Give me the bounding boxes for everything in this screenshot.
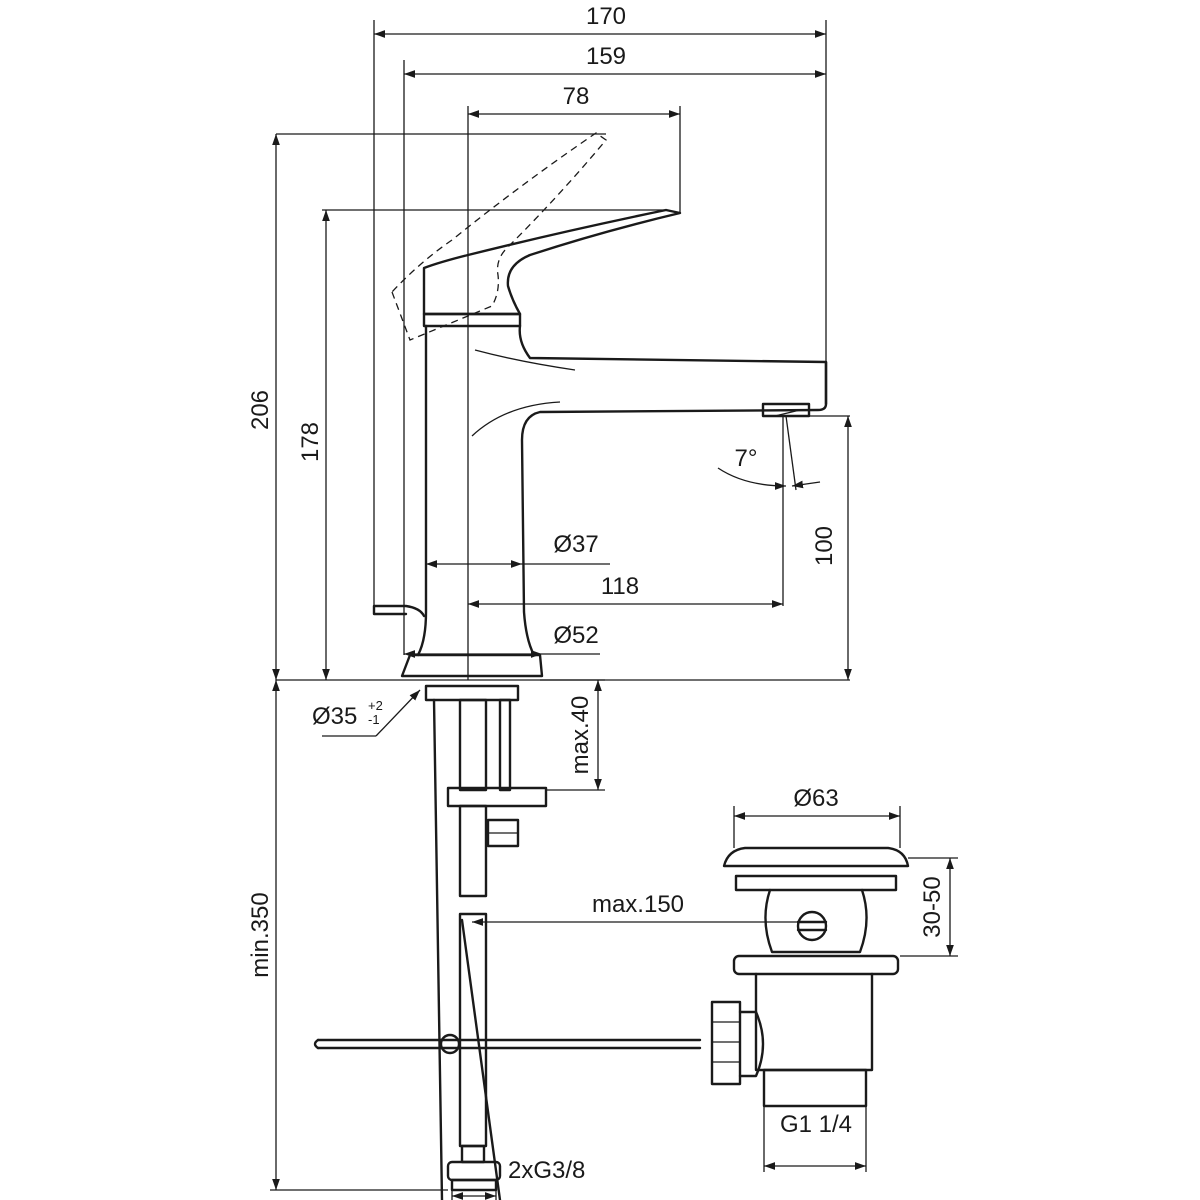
hose-left-edge [432,698,444,1200]
waste-flange [734,874,898,892]
dim-lever-height: 178 [297,422,324,462]
pop-up-waste [710,846,910,1108]
braided-hose-middle [458,804,488,898]
dim-spout-reach: 159 [586,43,626,70]
waste-tail [754,972,874,1072]
dim-outlet-height: 100 [811,526,838,566]
body-contour-lower [471,401,561,437]
linkage-rod [460,918,502,1200]
hose-nut [446,1160,502,1182]
dim-spout-projection: 118 [601,573,639,600]
dimension-lines [270,20,958,1200]
mounting-washer [424,684,520,702]
rod-clip [439,1033,461,1055]
waste-tail-pipe [762,1068,868,1108]
braided-hose-upper [458,698,488,792]
under-deck-assembly [313,684,702,1200]
dim-pop-up-rod: max.150 [592,891,684,918]
dim-min-hose-length: min.350 [247,892,274,977]
dim-overall-width: 170 [586,3,626,30]
dim-spray-angle: 7° [735,445,758,472]
hose-thread [450,1178,498,1192]
dim-base-diameter: Ø52 [553,622,598,649]
body-contour-upper [474,349,576,371]
lever-handle [422,208,682,316]
dim-lever-length: 78 [563,83,590,110]
dim-waste-adjust: 30-50 [919,876,946,937]
dim-waste-diameter: Ø63 [793,785,838,812]
waste-slot [796,910,828,942]
waste-body [764,888,868,954]
rod-nut [738,1010,765,1078]
dim-deck-thickness: max.40 [567,696,594,775]
dim-hole-tolerance-lower: -1 [368,712,380,727]
dim-hole-tolerance-upper: +2 [368,698,383,713]
threaded-stud [498,698,512,792]
dim-total-height: 206 [247,390,274,430]
dim-waste-thread: G1 1/4 [780,1111,852,1138]
hose-ferrule [460,1144,486,1164]
waste-plug-cap [722,846,910,868]
tap-base [400,653,544,678]
fixing-plate [446,786,548,808]
waste-nut [732,954,900,976]
dimension-labels: 170 159 78 206 178 Ø37 118 Ø52 100 7° Ø3… [247,3,946,1184]
lever-raised-outline [391,132,607,341]
dim-hole-diameter: Ø35 [312,703,357,730]
cartridge-collar [422,312,522,328]
dim-hose-thread: 2xG3/8 [508,1157,585,1184]
dim-body-diameter: Ø37 [553,531,598,558]
tap-body [416,324,828,657]
pop-up-lever [372,604,426,618]
braided-hose-lower [458,912,488,1148]
rod-housing [710,1000,742,1086]
